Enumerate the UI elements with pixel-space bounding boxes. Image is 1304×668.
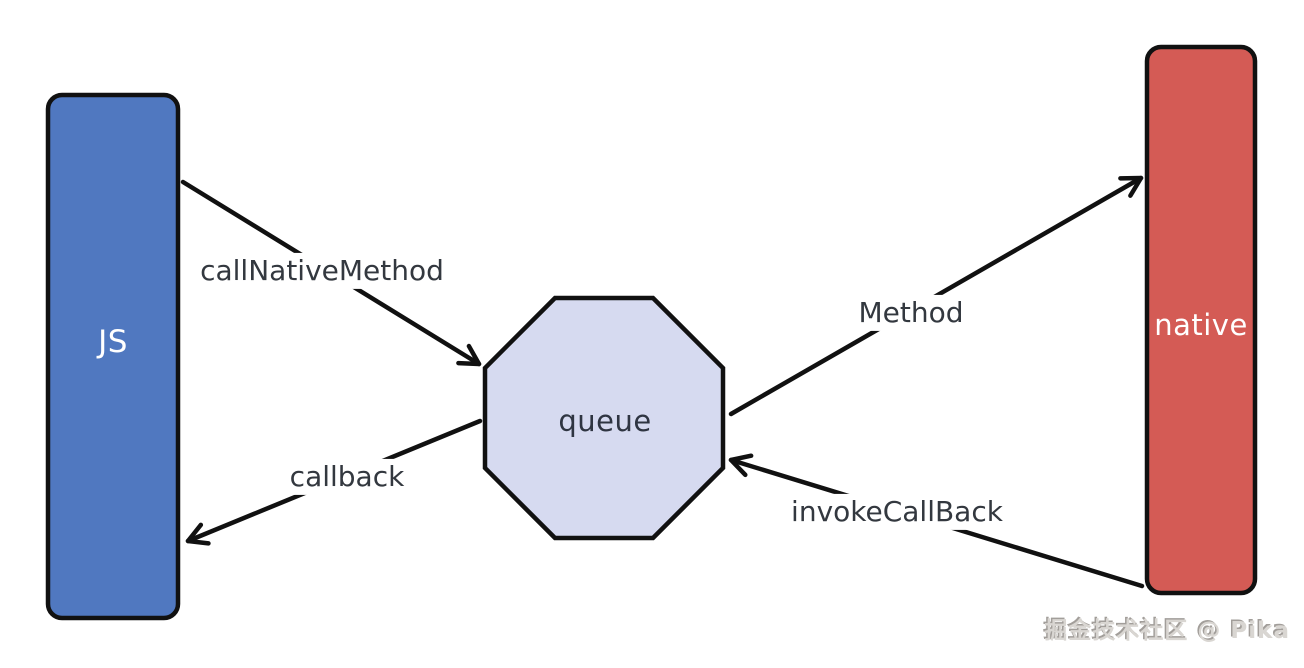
- js-node-label: JS: [98, 324, 128, 360]
- queue-node-label: queue: [558, 404, 652, 438]
- edge-label-invoke-callback: invokeCallBack: [782, 493, 1012, 531]
- edge-label-call-native-method: callNativeMethod: [191, 252, 453, 290]
- edge-label-method: Method: [849, 294, 973, 332]
- edge-label-callback: callback: [280, 458, 414, 496]
- watermark: 掘金技术社区 @ Pika: [1044, 618, 1290, 644]
- queue-node: [482, 295, 726, 541]
- js-node: [45, 92, 181, 621]
- native-node: [1144, 44, 1258, 596]
- native-node-label: native: [1154, 308, 1248, 342]
